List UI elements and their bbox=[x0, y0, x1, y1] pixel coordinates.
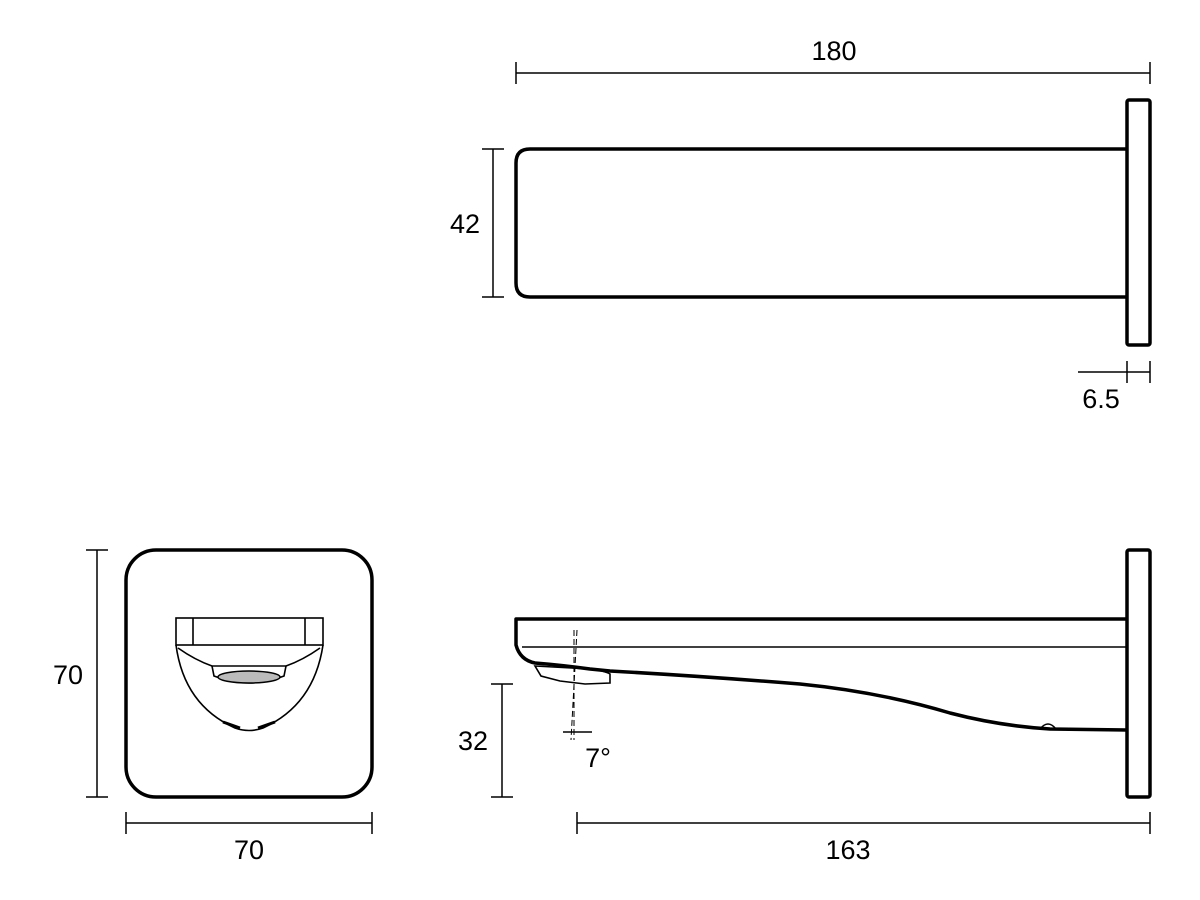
spout-bowl bbox=[175, 644, 324, 732]
angle-label-7: 7° bbox=[585, 743, 611, 773]
aerator-mesh bbox=[217, 670, 281, 684]
wall-flange-top bbox=[1125, 98, 1152, 347]
dimension-label-163: 163 bbox=[825, 835, 870, 865]
spout-body-top bbox=[514, 147, 1127, 299]
spout-body-side bbox=[514, 617, 1128, 732]
dimension-163: 163 bbox=[576, 812, 1151, 865]
aerator-side bbox=[533, 665, 611, 685]
dimension-42: 42 bbox=[450, 148, 504, 298]
dimension-label-70-vertical: 70 bbox=[53, 660, 83, 690]
dimension-70-vertical: 70 bbox=[53, 549, 108, 798]
wall-flange-side bbox=[1125, 548, 1152, 799]
dimension-70-horizontal: 70 bbox=[125, 812, 373, 865]
dimension-label-180: 180 bbox=[811, 36, 856, 66]
top-view: 180 42 6.5 bbox=[450, 36, 1152, 414]
dimension-label-6-5: 6.5 bbox=[1082, 384, 1120, 414]
dimension-6-5: 6.5 bbox=[1078, 361, 1151, 414]
dimension-180: 180 bbox=[515, 36, 1151, 84]
dimension-label-70-horizontal: 70 bbox=[234, 835, 264, 865]
front-view: 70 70 bbox=[53, 548, 374, 865]
dimension-label-32: 32 bbox=[458, 726, 488, 756]
side-view: 7° 32 163 bbox=[458, 548, 1152, 865]
spout-top-block bbox=[175, 617, 324, 646]
wall-plate-front bbox=[124, 548, 374, 799]
dimension-label-42: 42 bbox=[450, 209, 480, 239]
dimension-32: 32 bbox=[458, 683, 513, 798]
